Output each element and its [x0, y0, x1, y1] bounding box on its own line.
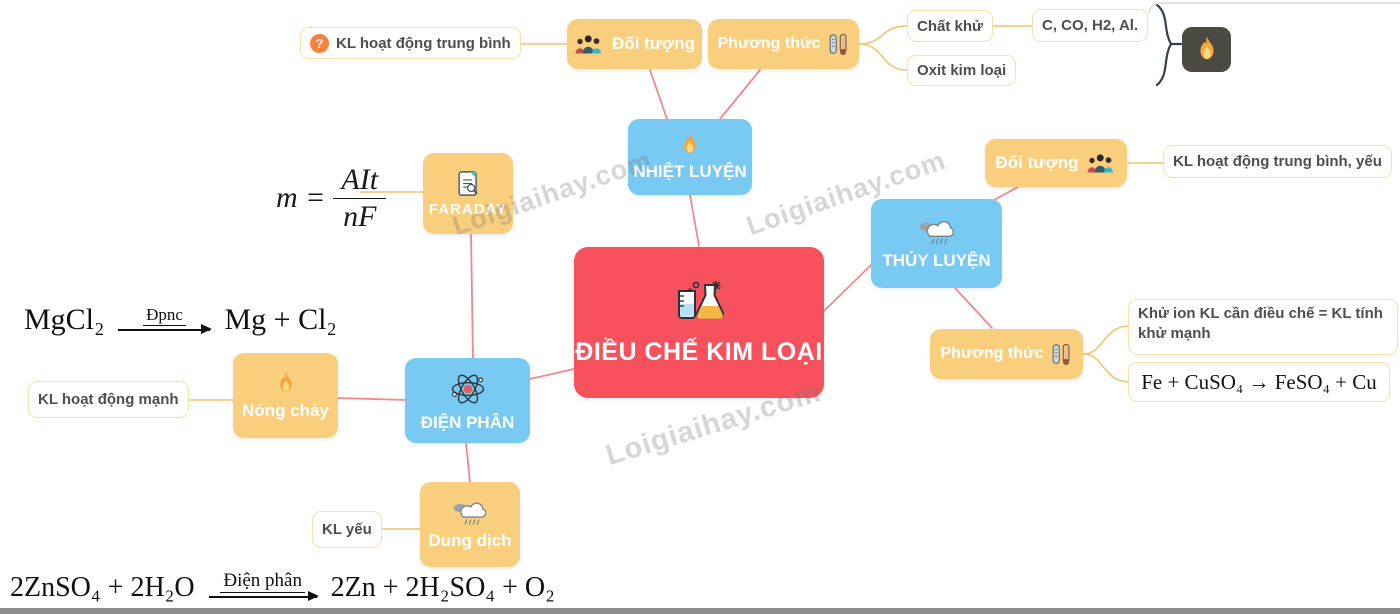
formula-denominator: nF	[343, 199, 377, 233]
document-search-icon	[456, 170, 481, 197]
note-text: Khử ion KL cần điều chế = KL tính khử mạ…	[1138, 305, 1383, 343]
note-kl-trung-binh-yeu: KL hoạt động trung bình, yếu	[1163, 145, 1392, 178]
formula-numerator: AIt	[333, 164, 387, 199]
note-fe-cuso4-equation: Fe + CuSO₄ → FeSO₄ + Cu	[1128, 362, 1390, 402]
node-label: Phương thức	[940, 345, 1044, 362]
note-khu-ion: Khử ion KL cần điều chế = KL tính khử mạ…	[1128, 299, 1398, 355]
formula-fraction: AIt nF	[333, 164, 387, 233]
node-nong-chay: Nóng chảy	[233, 353, 338, 438]
node-label: Đối tượng	[612, 34, 695, 53]
node-thuy-luyen: THỦY LUYỆN	[871, 199, 1002, 288]
node-nhiet-luyen: NHIỆT LUYỆN	[628, 119, 752, 195]
equation-rhs: 2Zn + 2H₂SO₄ + O₂	[330, 572, 555, 604]
equation-rhs: Mg + Cl₂	[224, 303, 337, 336]
chemistry-flask-icon	[672, 279, 726, 329]
node-phuong-thuc-right: Phương thức	[930, 329, 1083, 379]
equation-lhs: MgCl₂	[24, 303, 105, 336]
note-text: KL hoạt động trung bình, yếu	[1173, 153, 1382, 170]
note-text: KL yếu	[322, 521, 372, 538]
note-text: Oxit kim loại	[917, 62, 1007, 79]
reaction-arrow: Điện phân	[208, 570, 319, 603]
node-faraday: FARADAY	[423, 153, 513, 234]
node-phuong-thuc-top: Phương thức	[708, 19, 859, 69]
note-chat-khu: Chất khử	[907, 10, 993, 42]
rain-cloud-icon	[918, 217, 956, 247]
note-kl-manh: KL hoạt động mạnh	[28, 381, 189, 418]
arrow-condition: Điện phân	[220, 570, 305, 593]
note-text: C, CO, H2, Al.	[1042, 17, 1139, 34]
note-text: KL hoạt động trung bình	[336, 34, 511, 52]
faraday-formula: m = AIt nF	[276, 164, 387, 233]
node-doi-tuong-top: Đối tượng	[567, 19, 702, 69]
equation-lhs: 2ZnSO₄ + 2H₂O	[10, 572, 195, 604]
note-kl-trung-binh: ? KL hoạt động trung bình	[300, 27, 521, 59]
equation-mgcl2: MgCl₂ Đpnc Mg + Cl₂	[24, 303, 337, 337]
node-doi-tuong-right: Đối tượng	[985, 139, 1127, 187]
node-label: ĐIỆN PHÂN	[420, 412, 515, 432]
brace-right	[1155, 3, 1183, 87]
rain-cloud-icon	[452, 499, 488, 527]
fire-badge	[1182, 27, 1231, 72]
fire-icon	[678, 132, 702, 158]
atom-icon	[448, 369, 488, 409]
thermometer-icon	[1051, 343, 1072, 366]
people-icon	[574, 34, 604, 55]
node-label: Phương thức	[717, 35, 821, 52]
arrow-condition: Đpnc	[143, 305, 186, 326]
fire-icon	[274, 371, 298, 397]
note-text: KL hoạt động mạnh	[38, 391, 179, 408]
note-text: Chất khử	[917, 17, 983, 35]
node-label: Nóng chảy	[242, 400, 329, 420]
question-icon: ?	[310, 33, 329, 53]
thermometer-icon	[828, 33, 849, 56]
formula-lhs: m =	[276, 181, 326, 214]
equation-znso4: 2ZnSO₄ + 2H₂O Điện phân 2Zn + 2H₂SO₄ + O…	[10, 570, 555, 604]
node-dien-phan: ĐIỆN PHÂN	[405, 358, 530, 443]
node-label: NHIỆT LUYỆN	[633, 162, 747, 181]
note-oxit-kim-loai: Oxit kim loại	[907, 55, 1017, 86]
node-label: Đối tượng	[995, 153, 1079, 172]
panel-corner-border	[1148, 2, 1400, 15]
reaction-arrow: Đpnc	[118, 305, 213, 336]
note-kl-yeu: KL yếu	[312, 511, 382, 548]
node-label: FARADAY	[428, 200, 508, 218]
equation-text: Fe + CuSO₄ → FeSO₄ + Cu	[1141, 369, 1377, 394]
note-chat-khu-list: C, CO, H2, Al.	[1032, 9, 1149, 42]
node-dung-dich: Dung dịch	[420, 482, 520, 567]
node-label: Dung dịch	[428, 530, 512, 550]
fire-icon	[1193, 35, 1221, 65]
node-label: THỦY LUYỆN	[882, 250, 991, 270]
people-icon	[1086, 153, 1116, 174]
node-root: ĐIỀU CHẾ KIM LOẠI	[574, 247, 824, 398]
bottom-divider-bar	[0, 608, 1400, 614]
root-label: ĐIỀU CHẾ KIM LOẠI	[575, 337, 823, 366]
